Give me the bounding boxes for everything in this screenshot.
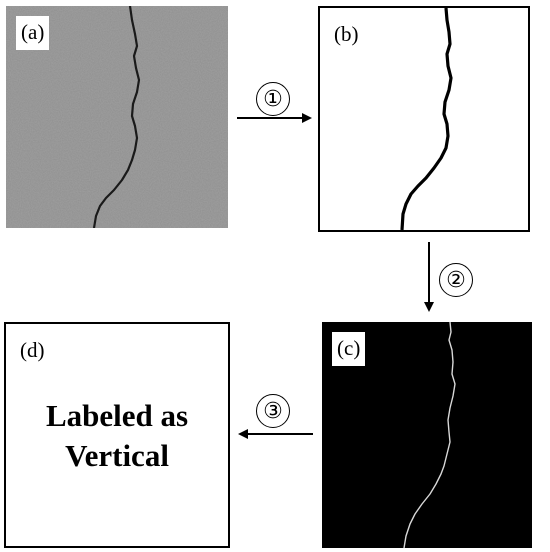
panel-b-label: (b) <box>330 18 363 52</box>
panel-c-label: (c) <box>332 332 366 366</box>
binarized-crack-image <box>400 8 453 230</box>
result-text: Labeled as Vertical <box>6 396 228 476</box>
crack-line-black <box>400 8 453 230</box>
result-text-line1: Labeled as <box>45 398 189 433</box>
skeleton-crack-image <box>403 322 456 548</box>
step-3-marker: ③ <box>256 394 290 428</box>
step-2-marker: ② <box>439 263 473 297</box>
panel-c-skeleton-image: (c) <box>322 322 532 548</box>
panel-d-label: (d) <box>16 334 49 368</box>
panel-a-label: (a) <box>16 16 50 50</box>
panel-a-raw-image: (a) <box>6 6 228 228</box>
panel-b-binarized-image: (b) <box>318 6 530 232</box>
step-1-marker: ① <box>256 82 290 116</box>
crack-line-dark <box>92 6 141 228</box>
panel-d-result: (d) Labeled as Vertical <box>4 322 230 548</box>
result-text-line2: Vertical <box>65 438 169 473</box>
crack-line-light <box>403 322 456 548</box>
